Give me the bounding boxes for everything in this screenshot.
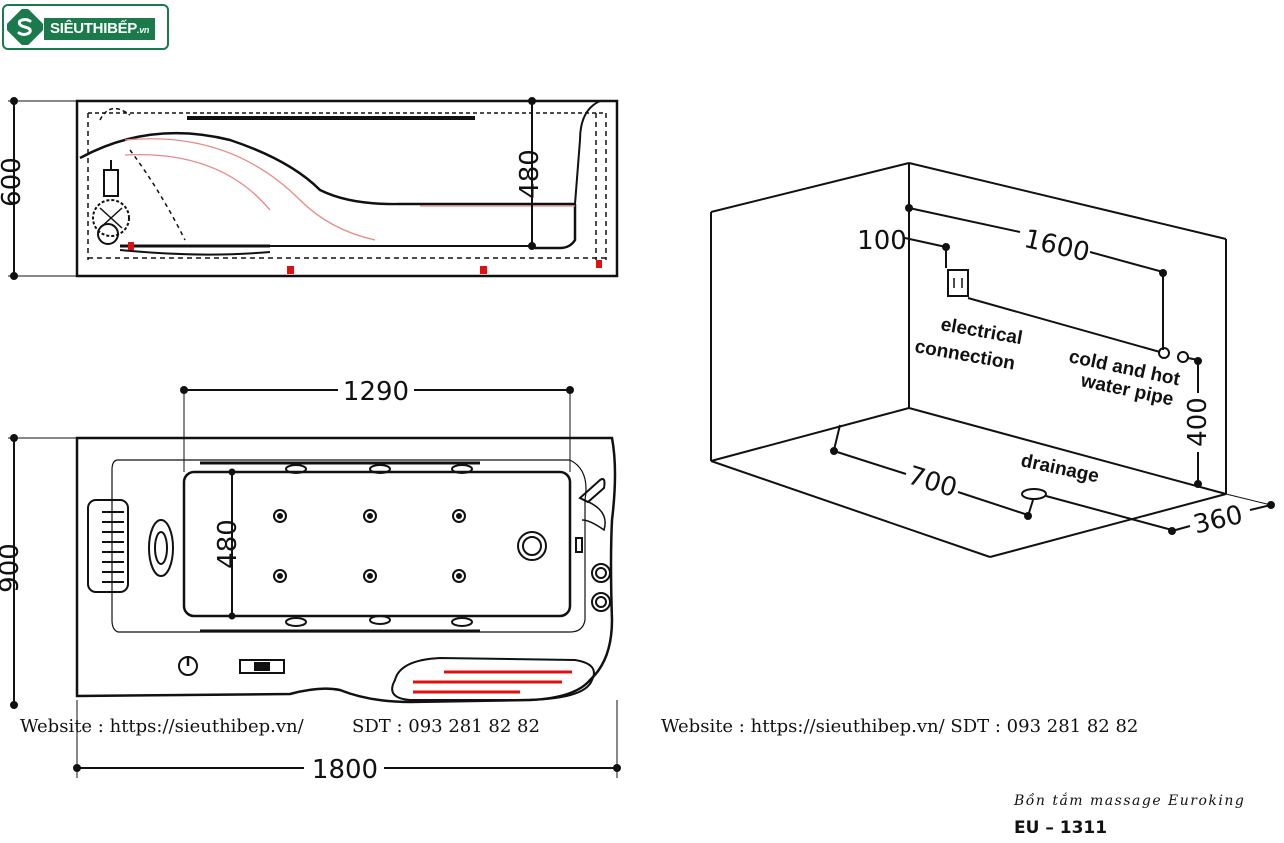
control-knob-1 bbox=[591, 563, 611, 583]
top-width-label: 900 bbox=[0, 543, 25, 593]
footer-left-website: Website : https://sieuthibep.vn/ bbox=[20, 716, 304, 737]
overflow-drain-icon bbox=[148, 519, 174, 577]
side-view bbox=[8, 97, 619, 280]
drain-icon bbox=[517, 531, 547, 561]
drain-700-label: 700 bbox=[904, 461, 960, 504]
power-button-icon bbox=[178, 656, 198, 676]
product-code: EU – 1311 bbox=[1014, 818, 1108, 838]
depth-360-label: 360 bbox=[1191, 500, 1246, 540]
floor-drain-icon bbox=[1021, 488, 1047, 500]
top-inner-length-label: 1290 bbox=[343, 377, 409, 407]
product-name: Bồn tắm massage Euroking bbox=[1014, 793, 1246, 809]
support-feet bbox=[128, 242, 602, 274]
water-pipe-icon bbox=[1158, 347, 1170, 359]
brand-logo[interactable]: SIÊUTHIBẾP.vn bbox=[2, 4, 169, 50]
electrical-socket-icon bbox=[947, 269, 969, 297]
side-height-label: 600 bbox=[0, 157, 27, 207]
pump-motor-icon bbox=[92, 160, 130, 245]
rim-jets bbox=[285, 464, 473, 627]
dimension-labels: 600 480 900 1290 480 1800 100 1600 400 7… bbox=[0, 149, 1246, 785]
footer-left-phone: SDT : 093 281 82 82 bbox=[352, 716, 540, 737]
height-400-label: 400 bbox=[1183, 397, 1213, 447]
installation-view bbox=[710, 162, 1275, 558]
headrest-pillow bbox=[87, 499, 129, 593]
span-label: 1600 bbox=[1021, 224, 1092, 268]
top-view bbox=[8, 386, 621, 778]
top-length-label: 1800 bbox=[312, 755, 378, 785]
top-inner-width-label: 480 bbox=[213, 519, 243, 569]
slide-switch-icon bbox=[239, 659, 285, 674]
red-armrest bbox=[391, 656, 595, 701]
installation-labels: electrical connection cold and hot water… bbox=[913, 314, 1182, 487]
massage-jets bbox=[273, 509, 466, 583]
footer-right-contact: Website : https://sieuthibep.vn/ SDT : 0… bbox=[661, 716, 1139, 737]
logo-s-icon bbox=[7, 9, 43, 45]
faucet-icon bbox=[575, 478, 606, 553]
logo-wordmark: SIÊUTHIBẾP.vn bbox=[44, 18, 156, 40]
control-knob-2 bbox=[591, 592, 611, 612]
offset-label: 100 bbox=[857, 226, 907, 256]
side-depth-label: 480 bbox=[515, 149, 545, 199]
